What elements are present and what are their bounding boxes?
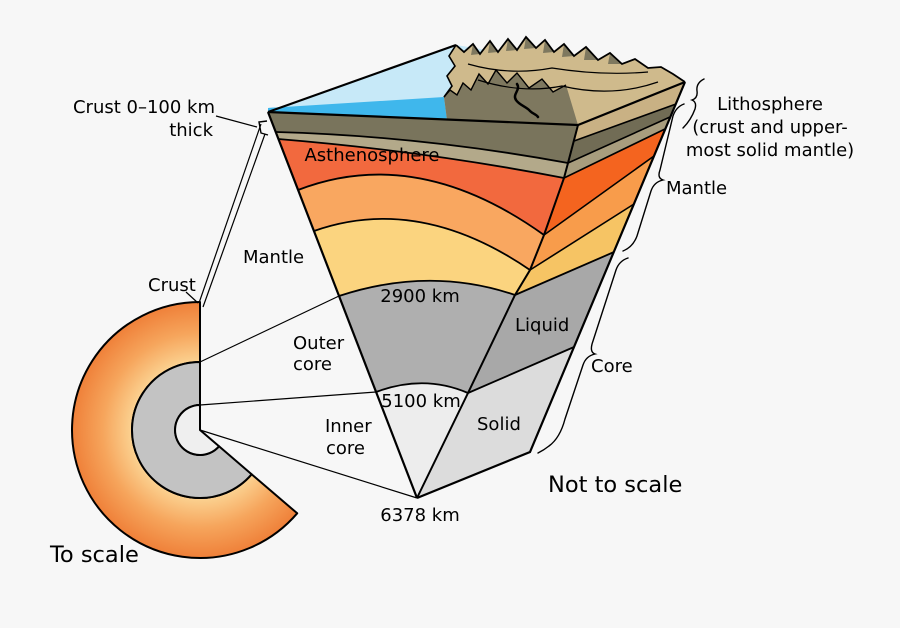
ridge-contour-line-1	[467, 63, 649, 74]
text-labels: Crust 0–100 km thick Asthenosphere Litho…	[49, 94, 854, 568]
crust-left-leader	[185, 291, 199, 304]
asthenosphere-bottom-line-right	[543, 155, 655, 236]
wedge-front-edge	[416, 124, 579, 499]
depth-6378-label: 6378 km	[380, 505, 460, 526]
lithosphere-bottom-arc	[277, 138, 565, 179]
lithosphere-label-line2: (crust and upper-	[692, 117, 848, 138]
core-right-label: Core	[591, 356, 633, 377]
depth-2900-line-right	[514, 251, 615, 296]
to-scale-model	[71, 301, 299, 559]
crust-callout-label-line2: thick	[169, 120, 213, 141]
crust-left-label: Crust	[148, 275, 196, 296]
wedge-left-edge	[266, 111, 419, 499]
crust-thickness-bracket	[258, 120, 269, 136]
surface-edge-line-right	[573, 103, 677, 142]
upper-mantle-bottom-arc	[313, 218, 531, 271]
inner-core-label-line1: Inner	[325, 416, 372, 437]
scale-connector-lines	[198, 123, 418, 499]
crust-connector-line-1	[198, 123, 262, 304]
mountain-front-shadow	[444, 70, 578, 125]
river	[513, 82, 540, 119]
mountain-shadow-ridge-line	[443, 68, 567, 98]
outer-core-label-line1: Outer	[293, 333, 345, 354]
wedge-top-surface	[267, 35, 686, 127]
liquid-label: Liquid	[515, 315, 569, 336]
upper-mantle-bottom-line-right	[529, 203, 635, 271]
layer-surface-edge-right	[574, 82, 685, 141]
crust-bottom-arc	[275, 131, 569, 164]
depth-5100-label: 5100 km	[381, 391, 461, 412]
wedge-right-face	[416, 81, 687, 500]
depth-6378-connector-line	[199, 429, 418, 499]
annotations	[185, 78, 705, 454]
asthenosphere-bottom-arc	[297, 173, 545, 236]
depth-5100-connector-line	[199, 391, 377, 406]
depth-5100-arc	[375, 382, 469, 394]
mountain-ridge-silhouette	[455, 35, 686, 83]
core-brace	[537, 257, 629, 454]
crust-bottom-line-right	[567, 116, 671, 164]
mantle-right-label: Mantle	[666, 178, 727, 199]
depth-5100-line-right	[467, 346, 575, 394]
lithosphere-bottom-line-right	[563, 128, 666, 179]
depth-2900-arc	[338, 279, 516, 297]
ridge-contour-line-2	[477, 79, 659, 92]
lithosphere-brace	[682, 78, 705, 129]
mantle-left-label: Mantle	[243, 247, 304, 268]
lithosphere-label-line1: Lithosphere	[717, 94, 823, 115]
lithosphere-label-line3: most solid mantle)	[686, 140, 854, 161]
layer-crust-left	[268, 112, 578, 163]
crust-callout-label-line1: Crust 0–100 km	[73, 97, 215, 118]
outer-core-label-line2: core	[293, 354, 332, 375]
asthenosphere-label: Asthenosphere	[304, 145, 439, 166]
mantle-brace	[622, 103, 685, 252]
crust-connector-line-2	[202, 133, 266, 308]
wedge-left-face	[266, 97, 578, 499]
top-back-edge	[267, 43, 457, 114]
coastline	[443, 44, 457, 98]
depth-2900-label: 2900 km	[380, 286, 460, 307]
scale-inner-core	[174, 404, 220, 456]
depth-2900-connector-line	[199, 295, 340, 363]
solid-label: Solid	[477, 414, 521, 435]
inner-core-label-line2: core	[326, 438, 365, 459]
crust-callout-leader	[215, 115, 258, 128]
not-to-scale-label: Not to scale	[548, 472, 682, 498]
to-scale-label: To scale	[49, 542, 139, 568]
top-front-edges	[267, 80, 686, 127]
